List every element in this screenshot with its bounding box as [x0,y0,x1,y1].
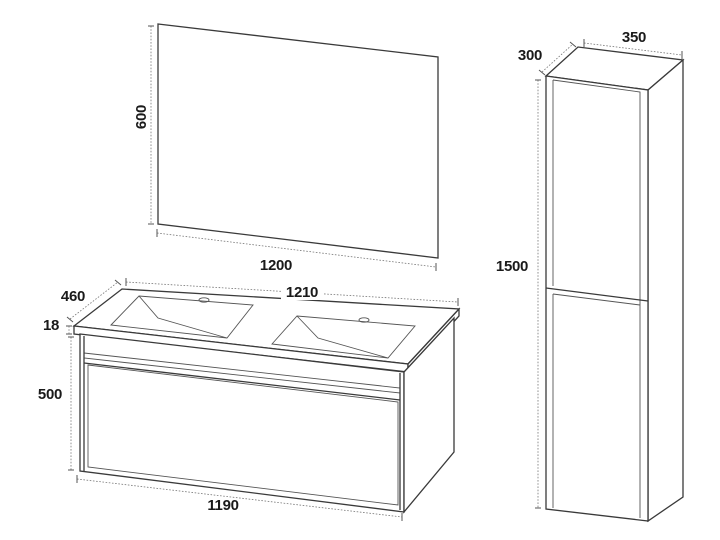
cabinet-width-dimension: 1190 [76,475,403,521]
left-sink-bowl [110,295,254,339]
cabinet-height-dimension: 500 [38,336,74,471]
mirror-panel [157,23,439,259]
right-sink-bowl [271,315,416,359]
basin-thickness-dimension: 18 [43,317,72,335]
cabinet-width-label: 1190 [207,497,238,514]
basin-width-dimension: 1210 [125,278,459,306]
right-tap-hole [358,317,370,323]
mirror-width-label: 1200 [260,257,292,274]
basin-depth-dimension: 460 [61,279,122,323]
column-height-label: 1500 [496,258,528,275]
mirror-height-label: 600 [133,105,150,129]
column-side [647,58,684,523]
column-width-label: 350 [622,29,646,46]
basin-thickness-label: 18 [43,317,59,334]
mirror [157,23,439,259]
column-cabinet [544,46,685,523]
cabinet-height-label: 500 [38,386,62,403]
cabinet-drawer [87,364,399,506]
basin-width-label: 1210 [286,284,318,301]
basin-depth-label: 460 [61,288,85,305]
column-depth-label: 300 [518,47,542,64]
column-front [545,75,649,522]
vanity [72,288,461,514]
column-height-dimension: 1500 [492,79,541,509]
column-depth-dimension: 300 [518,41,577,76]
mirror-width-dimension: 1200 [156,229,437,274]
column-door-split [545,287,649,302]
mirror-height-dimension: 600 [133,25,154,225]
cabinet-side [403,316,455,514]
column-width-dimension: 350 [583,29,683,59]
left-tap-hole [198,297,210,303]
column-door-upper-edge [552,79,641,518]
